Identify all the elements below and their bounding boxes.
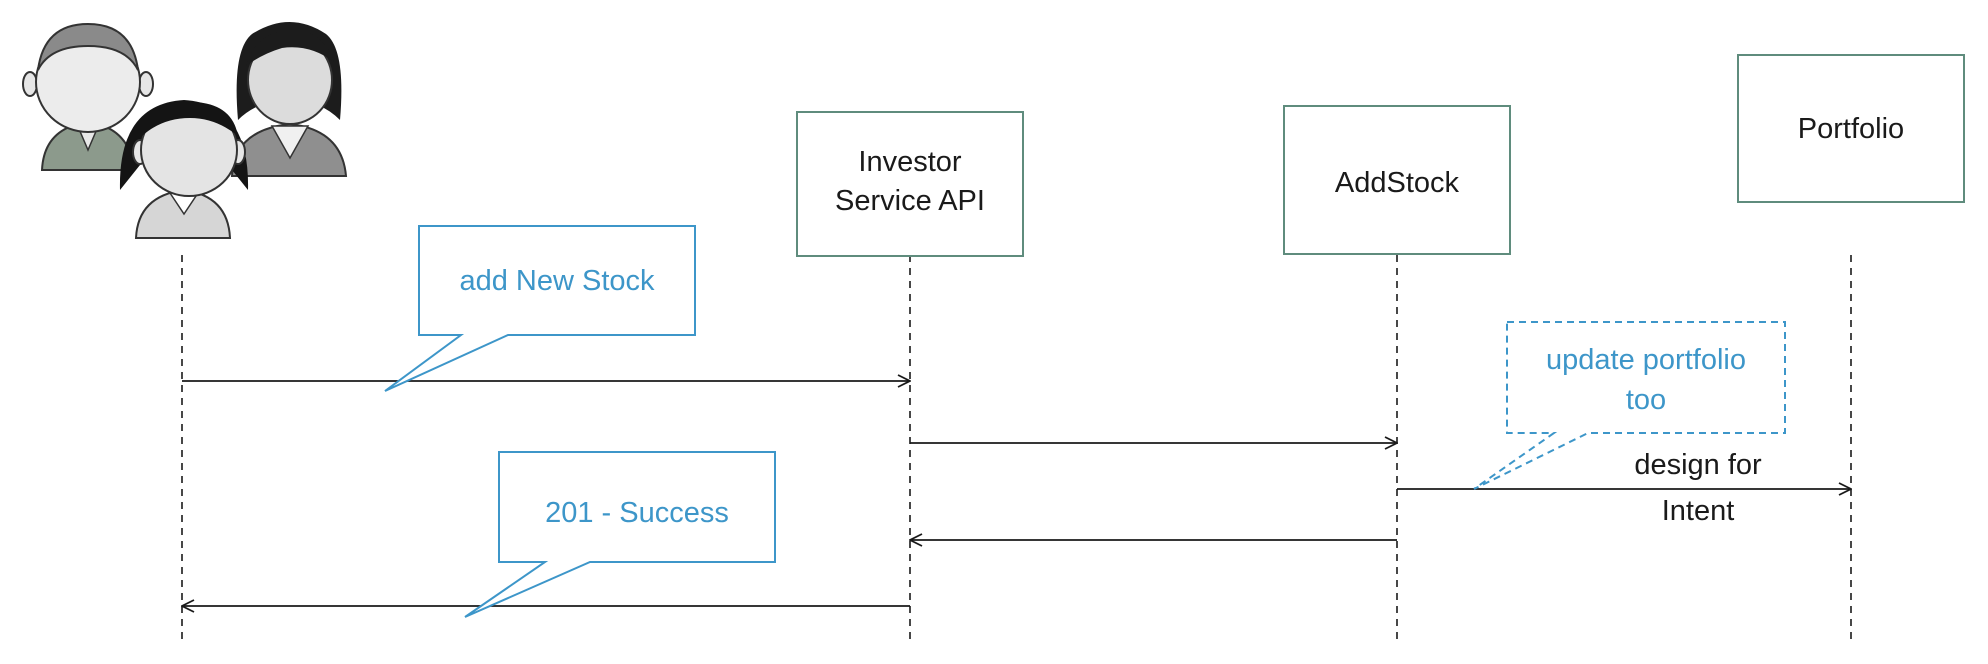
participant-portfolio: Portfolio (1737, 54, 1965, 203)
participant-addstock: AddStock (1283, 105, 1511, 255)
message-label-design-for: design for (1634, 449, 1762, 481)
participant-investor-service-api: Investor Service API (796, 111, 1024, 257)
callout-201-success: 201 - Success (464, 451, 776, 618)
participant-label-line-1: Investor (858, 146, 961, 178)
users-group-icon (22, 22, 348, 239)
user-woman-icon (230, 22, 348, 177)
callout-text-line-1: update portfolio (1546, 344, 1746, 376)
callout-update-portfolio: update portfolio too (1473, 321, 1786, 490)
participant-label: Portfolio (1798, 113, 1904, 145)
callout-add-new-stock: add New Stock (384, 225, 696, 392)
callout-text-line-2: too (1626, 384, 1666, 416)
participant-label: AddStock (1335, 167, 1460, 199)
user-front-woman-icon (119, 100, 249, 239)
participant-label-line-2: Service API (835, 185, 985, 217)
user-man-icon (22, 22, 154, 171)
message-label-intent: Intent (1662, 495, 1735, 527)
callout-text: 201 - Success (545, 497, 729, 529)
callout-text: add New Stock (459, 265, 655, 297)
